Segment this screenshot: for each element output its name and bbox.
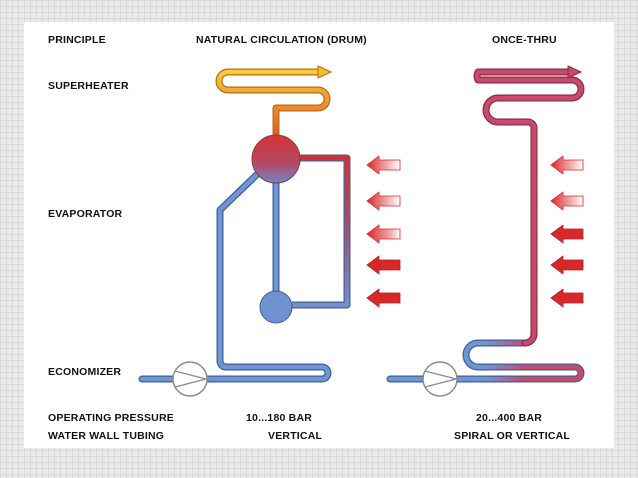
once-pressure-value: 20...400 BAR: [476, 412, 543, 424]
heat-arrow-4: [366, 255, 401, 275]
once-thru-title: ONCE-THRU: [492, 34, 557, 46]
heat-arrow-4: [550, 255, 584, 275]
once-thru-superheater-arrowhead: [567, 65, 583, 79]
heat-arrow-1: [550, 155, 584, 175]
natural-tubing-value: VERTICAL: [268, 430, 323, 442]
natural-heat-arrows: [366, 155, 401, 308]
natural-circulation-title: NATURAL CIRCULATION (DRUM): [196, 34, 367, 46]
heat-arrow-3: [550, 224, 584, 244]
natural-superheater-tube: [215, 68, 331, 140]
once-thru-economizer-tube: [386, 339, 585, 383]
economizer-label: ECONOMIZER: [48, 366, 122, 378]
natural-pressure-value: 10...180 BAR: [246, 412, 313, 424]
evaporator-riser-tube: [292, 154, 351, 309]
heat-arrow-2: [366, 191, 401, 211]
once-thru-evaporator-tube: [473, 68, 585, 347]
steam-drum: [251, 134, 301, 184]
principle-label: PRINCIPLE: [48, 34, 106, 46]
heat-arrow-5: [550, 288, 584, 308]
heat-arrow-1: [366, 155, 401, 175]
evaporator-label: EVAPORATOR: [48, 208, 123, 220]
natural-economizer-tube: [138, 156, 332, 383]
operating-pressure-label: OPERATING PRESSURE: [48, 412, 174, 424]
heat-arrow-3: [366, 224, 401, 244]
water-wall-tubing-label: WATER WALL TUBING: [48, 430, 165, 442]
once-tubing-value: SPIRAL OR VERTICAL: [454, 430, 570, 442]
heat-arrow-5: [366, 288, 401, 308]
heat-arrow-2: [550, 191, 584, 211]
bottom-header: [259, 290, 293, 324]
superheater-label: SUPERHEATER: [48, 80, 129, 92]
once-thru-feed-pump-icon: [422, 361, 458, 397]
once-thru-heat-arrows: [550, 155, 584, 308]
natural-superheater-arrowhead: [317, 65, 333, 79]
natural-feed-pump-icon: [172, 361, 208, 397]
